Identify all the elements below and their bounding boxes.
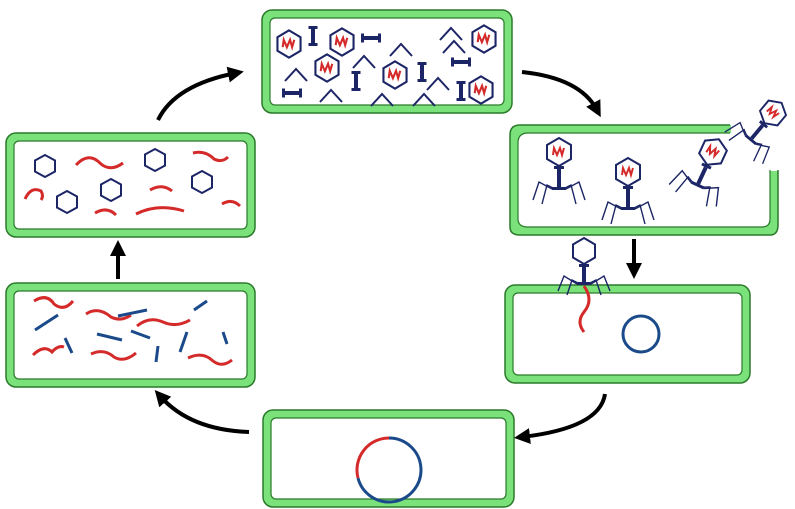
phage-collar	[701, 162, 712, 170]
cycle-arrow-icon	[514, 393, 607, 445]
dna-fragment-icon	[23, 188, 44, 201]
dna-fragment-icon	[136, 318, 191, 328]
cell-release	[509, 124, 779, 236]
dna-fragment-icon	[96, 332, 123, 342]
phage-collar	[623, 186, 633, 189]
phage-tail-icon	[582, 267, 586, 282]
phage-head-icon	[698, 138, 728, 166]
cell-circularization	[262, 409, 515, 508]
cycle-arrow-icon	[154, 390, 250, 434]
phage-head-icon	[329, 27, 355, 57]
capsid-icon	[100, 177, 122, 203]
phage-collar	[758, 120, 769, 129]
tail-fiber-icon	[601, 200, 655, 225]
phage-head-icon	[382, 60, 408, 90]
phage-head-icon	[471, 24, 497, 54]
arrow-layer	[110, 66, 642, 445]
dna-fragment-icon	[578, 285, 591, 333]
dna-fragment-icon	[193, 299, 208, 312]
capsid-icon	[34, 153, 56, 179]
dna-fragment-icon	[178, 331, 189, 353]
circular-dna-icon	[356, 436, 423, 504]
dna-fragment-icon	[221, 331, 229, 345]
capsid-icon	[144, 147, 166, 173]
phage-icon	[557, 236, 611, 296]
dna-fragment-icon	[63, 337, 74, 354]
phage-icon	[668, 138, 728, 207]
dna-fragment-icon	[135, 206, 185, 216]
phage-collar	[554, 166, 564, 169]
capsid-icon	[56, 189, 78, 215]
dna-fragment-icon	[130, 329, 151, 340]
dna-fragment-icon	[355, 436, 390, 479]
phage-icon	[532, 136, 586, 205]
dna-fragment-icon	[34, 313, 59, 332]
dna-fragment-icon	[117, 308, 148, 318]
phage-head-icon	[468, 75, 494, 105]
phage-head-icon	[615, 156, 641, 188]
phage-tail-icon	[557, 169, 561, 187]
phage-icon	[724, 99, 788, 165]
dna-fragment-icon	[31, 345, 65, 357]
dna-fragment-icon	[85, 309, 132, 321]
cell-biosynthesis	[5, 132, 256, 238]
dna-fragment-icon	[90, 350, 137, 361]
cell-attachment-injection	[504, 284, 751, 384]
phage-baseplate	[552, 187, 566, 190]
tail-fiber-icon	[724, 121, 771, 165]
cell-assembly	[261, 9, 513, 114]
phage-tail-icon	[626, 189, 630, 207]
dna-fragment-icon	[74, 156, 124, 170]
dna-fragment-icon	[187, 353, 233, 366]
dna-fragment-icon	[154, 345, 160, 363]
phage-tail-icon	[750, 124, 765, 140]
phage-head-icon	[276, 29, 302, 59]
phage-head-icon	[546, 136, 572, 168]
phage-baseplate	[621, 207, 635, 210]
dna-fragment-icon	[192, 150, 230, 163]
tail-fiber-icon	[557, 274, 611, 296]
cycle-arrow-icon	[156, 66, 244, 121]
tail-fiber-icon	[668, 169, 720, 207]
dna-fragment-icon	[221, 199, 242, 208]
phage-icon	[601, 156, 655, 225]
dna-fragment-icon	[94, 208, 118, 217]
phage-head-icon	[758, 99, 788, 127]
phage-head-icon	[572, 236, 596, 266]
cycle-arrow-icon	[521, 70, 601, 118]
circular-dna-icon	[621, 314, 661, 354]
phage-head-icon	[314, 53, 340, 83]
dna-fragment-icon	[33, 296, 75, 309]
content-layer	[23, 24, 788, 504]
phage-tail-icon	[696, 166, 708, 185]
tail-fiber-icon	[532, 180, 586, 205]
dna-fragment-icon	[149, 185, 173, 193]
capsid-icon	[191, 169, 213, 195]
